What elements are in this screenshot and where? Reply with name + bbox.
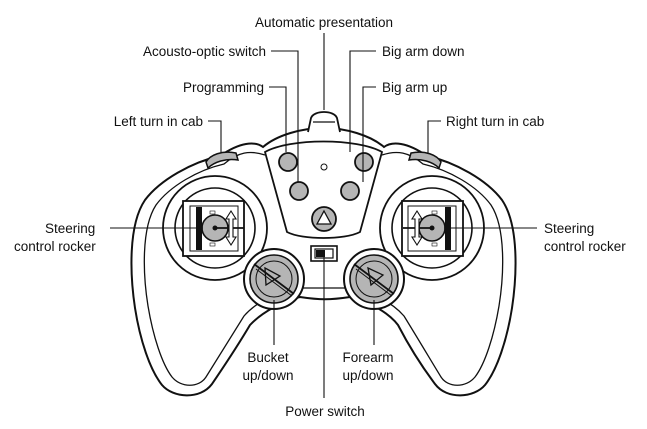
programming-label: Programming <box>183 80 264 95</box>
forearm-joystick[interactable] <box>343 248 405 310</box>
big-arm-down-label: Big arm down <box>382 44 465 59</box>
bucket-label-line1: Bucket <box>247 350 289 365</box>
steering-left-label-line2: control rocker <box>14 239 96 254</box>
right-turn-in-cab-label: Right turn in cab <box>446 114 544 129</box>
leader-lines <box>110 33 537 398</box>
left-steering-rocker[interactable] <box>162 175 268 281</box>
indicator-light <box>320 163 328 171</box>
big-arm-up-button[interactable] <box>340 181 360 201</box>
forearm-label-line1: Forearm <box>342 350 393 365</box>
labels: Automatic presentation Acousto-optic swi… <box>14 15 626 419</box>
bucket-joystick[interactable] <box>243 248 305 310</box>
forearm-label-line2: up/down <box>342 368 393 383</box>
steering-right-label-line1: Steering <box>544 221 594 236</box>
bucket-label-line2: up/down <box>242 368 293 383</box>
center-buttons <box>278 152 374 232</box>
programming-button[interactable] <box>278 152 298 172</box>
power-switch-label: Power switch <box>285 404 365 419</box>
automatic-presentation-button[interactable] <box>311 206 337 232</box>
updown-arrow-icon <box>225 209 237 247</box>
big-arm-up-label: Big arm up <box>382 80 447 95</box>
steering-right-label-line2: control rocker <box>544 239 626 254</box>
triangle-icon <box>264 266 282 287</box>
acousto-optic-switch-label: Acousto-optic switch <box>143 44 266 59</box>
triangle-icon <box>315 209 333 225</box>
big-arm-down-button[interactable] <box>354 152 374 172</box>
automatic-presentation-label: Automatic presentation <box>255 15 393 30</box>
triangle-icon <box>367 266 385 287</box>
acousto-optic-switch-button[interactable] <box>289 181 309 201</box>
updown-arrow-icon <box>411 209 423 247</box>
left-turn-in-cab-label: Left turn in cab <box>114 114 203 129</box>
steering-left-label-line1: Steering <box>45 221 95 236</box>
